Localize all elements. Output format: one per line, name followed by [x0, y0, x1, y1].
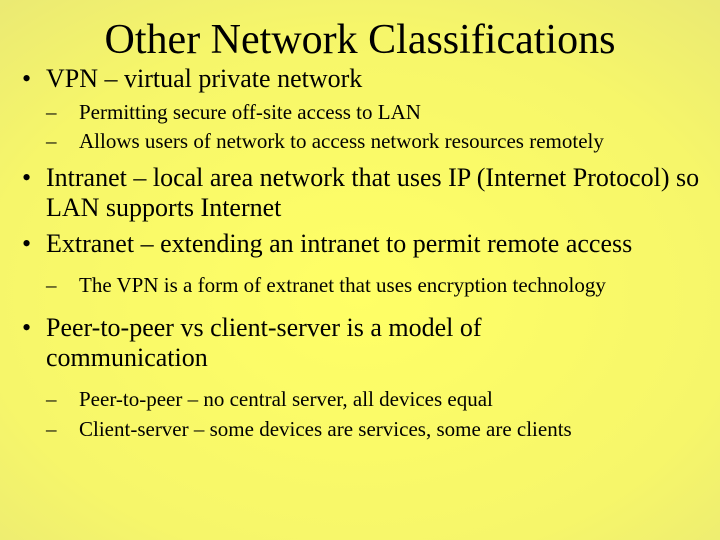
bullet-text: Peer-to-peer vs client-server is a model…: [46, 313, 482, 372]
bullet-intranet: • Intranet – local area network that use…: [22, 163, 712, 223]
subbullet-text: Permitting secure off-site access to LAN: [79, 100, 421, 124]
bullet-vpn: • VPN – virtual private network: [22, 64, 712, 94]
subbullet-text: The VPN is a form of extranet that uses …: [79, 273, 606, 297]
dash-icon: –: [46, 100, 57, 124]
dash-icon: –: [46, 273, 57, 297]
subbullet-peer-to-peer: – Peer-to-peer – no central server, all …: [22, 387, 712, 411]
subbullet-vpn-access: – Permitting secure off-site access to L…: [22, 100, 712, 124]
subbullet-extranet-vpn: – The VPN is a form of extranet that use…: [22, 273, 712, 297]
bullet-icon: •: [22, 229, 32, 258]
subbullet-vpn-remote: – Allows users of network to access netw…: [22, 129, 712, 153]
bullet-list: • VPN – virtual private network – Permit…: [22, 64, 712, 441]
bullet-text: Extranet – extending an intranet to perm…: [46, 229, 633, 258]
bullet-models: • Peer-to-peer vs client-server is a mod…: [22, 313, 712, 373]
bullet-icon: •: [22, 313, 32, 342]
dash-icon: –: [46, 387, 57, 411]
bullet-extranet: • Extranet – extending an intranet to pe…: [22, 229, 712, 259]
dash-icon: –: [46, 129, 57, 153]
subbullet-text: Client-server – some devices are service…: [79, 417, 572, 441]
slide-title: Other Network Classifications: [104, 17, 616, 63]
subbullet-text: Peer-to-peer – no central server, all de…: [79, 387, 493, 411]
bullet-icon: •: [22, 163, 32, 192]
bullet-text: Intranet – local area network that uses …: [46, 163, 700, 222]
bullet-icon: •: [22, 64, 32, 93]
subbullet-text: Allows users of network to access networ…: [79, 129, 604, 153]
dash-icon: –: [46, 417, 57, 441]
bullet-text: VPN – virtual private network: [46, 64, 363, 93]
subbullet-client-server: – Client-server – some devices are servi…: [22, 417, 712, 441]
